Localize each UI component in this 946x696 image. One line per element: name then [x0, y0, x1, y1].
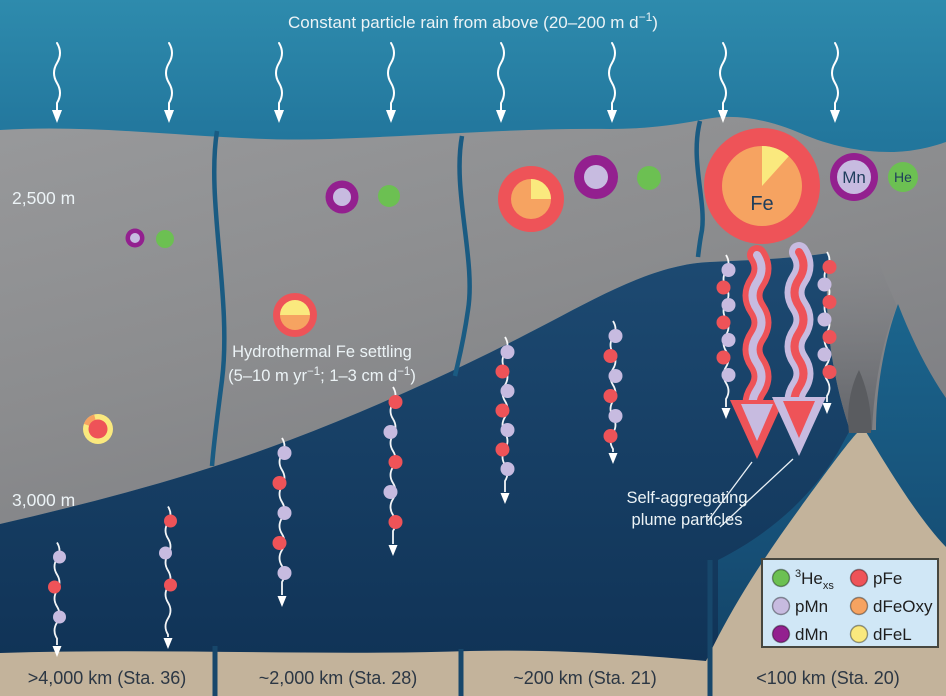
species-bubble — [325, 180, 359, 214]
legend-label-dfel: dFeL — [873, 625, 912, 644]
rain-arrow-icon — [386, 42, 396, 123]
species-bubble — [156, 230, 174, 248]
bubble-label-mn: Mn — [842, 168, 866, 187]
rain-arrow-icon — [607, 42, 617, 123]
rain-arrow-icon — [718, 42, 728, 123]
species-bubble — [637, 166, 661, 190]
chain-arrowhead-icon — [608, 453, 618, 464]
station-label-21: ~200 km (Sta. 21) — [513, 668, 657, 688]
station-labels: >4,000 km (Sta. 36) ~2,000 km (Sta. 28) … — [28, 668, 900, 688]
seafloor — [0, 432, 946, 696]
plume-cloud — [0, 116, 946, 524]
bubble-label-fe: Fe — [750, 193, 773, 215]
ribbon-left-inner — [748, 251, 766, 421]
figure-title: Constant particle rain from above (20–20… — [288, 10, 658, 32]
ribbon-right-inner — [790, 248, 808, 418]
chain-arrowhead-icon — [721, 408, 731, 419]
rain-arrow-icon — [496, 42, 506, 123]
annotation-pointer-lines — [707, 458, 794, 528]
species-bubble — [378, 185, 400, 207]
ribbon-right-arrowhead-inner — [783, 401, 815, 438]
particle-chain — [817, 251, 837, 414]
particle-chain — [495, 336, 515, 504]
legend-label-he: 3Hexs — [795, 568, 834, 592]
station-divider-lines — [212, 560, 713, 696]
station-label-20: <100 km (Sta. 20) — [756, 668, 900, 688]
aggregating-ribbons — [730, 242, 826, 459]
legend-swatch-dfeoxy-icon — [849, 596, 869, 616]
species-bubble: Fe — [704, 128, 820, 244]
particle-chain — [383, 386, 403, 556]
divider-curve-2 — [452, 135, 472, 377]
pointer-line-2 — [719, 458, 794, 528]
chain-arrowhead-icon — [500, 493, 510, 504]
species-bubble: He — [888, 162, 918, 192]
legend-label-pmn: pMn — [795, 597, 828, 616]
species-bubble — [498, 166, 564, 232]
ribbon-left-arrowhead-inner — [741, 404, 773, 441]
species-bubbles: Fe Mn He — [83, 128, 918, 444]
deep-water-region — [0, 253, 850, 696]
station-divider-curves — [209, 120, 705, 467]
legend-swatch-dfel-icon — [849, 624, 869, 644]
settling-note-line1: Hydrothermal Fe settling — [232, 343, 412, 361]
rain-arrow-icon — [830, 42, 840, 123]
species-bubble — [125, 228, 145, 248]
legend-swatch-dmn-icon — [771, 624, 791, 644]
chain-arrowhead-icon — [388, 545, 398, 556]
chain-arrowhead-icon — [163, 638, 173, 649]
depth-label-2500m: 2,500 m — [12, 188, 75, 208]
plume-stem — [826, 253, 897, 430]
rain-arrow-icon — [274, 42, 284, 123]
rain-arrow-icon — [52, 42, 62, 123]
settling-particle-chains — [48, 251, 837, 657]
pointer-line-1 — [707, 461, 753, 522]
particle-chain — [48, 542, 66, 657]
particle-chain — [603, 320, 623, 464]
legend-box: 3Hexs pMn dMn pFe dFeOxy dFeL — [761, 558, 939, 648]
settling-note-line2: (5–10 m yr−1; 1–3 cm d−1) — [228, 366, 416, 385]
aggregating-note-line1: Self-aggregating — [626, 489, 747, 507]
vent-smoke — [848, 370, 872, 433]
divider-curve-3 — [694, 120, 705, 258]
chain-arrowhead-icon — [822, 403, 832, 414]
chain-arrowhead-icon — [52, 646, 62, 657]
rain-arrow-icon — [164, 42, 174, 123]
divider-curve-1 — [209, 130, 227, 467]
legend-label-dmn: dMn — [795, 625, 828, 644]
legend-label-dfeoxy: dFeOxy — [873, 597, 933, 616]
chain-arrowhead-icon — [277, 596, 287, 607]
particle-chain — [272, 437, 292, 607]
legend-swatch-pfe-icon — [849, 568, 869, 588]
station-label-28: ~2,000 km (Sta. 28) — [259, 668, 418, 688]
legend-label-pfe: pFe — [873, 569, 902, 588]
legend-swatch-pmn-icon — [771, 596, 791, 616]
species-bubble — [83, 414, 113, 444]
legend-swatches — [771, 568, 869, 644]
legend-swatch-he-icon — [771, 568, 791, 588]
aggregating-note-line2: plume particles — [632, 511, 743, 529]
legend-labels: 3Hexs pMn dMn pFe dFeOxy dFeL — [795, 568, 933, 644]
species-bubble: Mn — [830, 153, 878, 201]
depth-label-3000m: 3,000 m — [12, 490, 75, 510]
legend-background — [761, 558, 939, 648]
species-bubble — [273, 293, 317, 337]
station-label-36: >4,000 km (Sta. 36) — [28, 668, 187, 688]
particle-chain — [716, 254, 736, 419]
bubble-label-he: He — [894, 169, 912, 185]
particle-rain-arrows — [52, 42, 840, 123]
species-bubble — [574, 155, 618, 199]
particle-chain — [159, 506, 177, 649]
